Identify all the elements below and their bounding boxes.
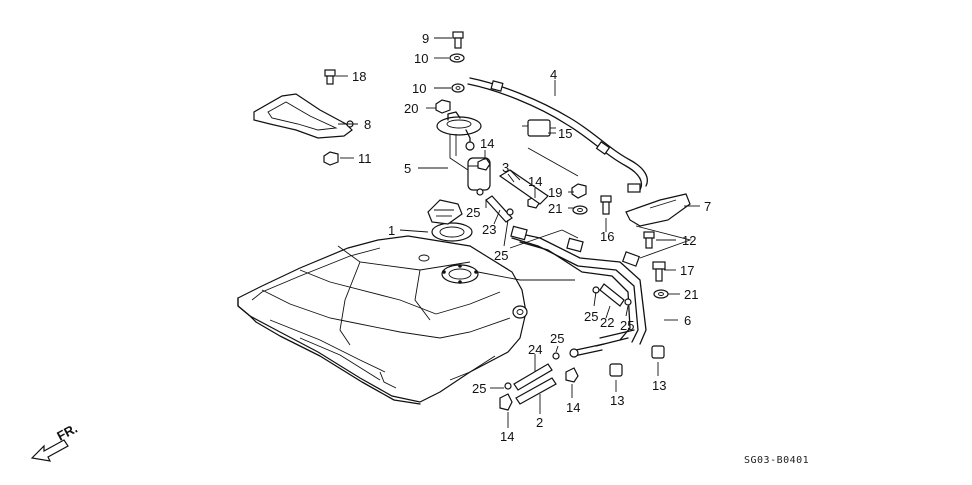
diagram-code: SG03-B0401 — [744, 455, 809, 466]
hose-2 — [515, 377, 557, 405]
callout-17: 17 — [680, 263, 694, 278]
callout-16: 16 — [600, 229, 614, 244]
front-direction-label: FR. — [54, 421, 80, 444]
callout-12: 12 — [682, 233, 696, 248]
callout-20: 20 — [404, 101, 418, 116]
fuel-pipes-6 — [510, 225, 647, 358]
callout-21: 21 — [548, 201, 562, 216]
callout-24: 24 — [528, 342, 542, 357]
bolt-18 — [324, 69, 336, 85]
washer-10-lower — [451, 83, 465, 93]
nut-20 — [435, 99, 451, 114]
callout-21: 21 — [684, 287, 698, 302]
nut-19 — [571, 183, 587, 199]
fuel-feed-hose-4 — [467, 77, 648, 191]
callout-11: 11 — [358, 151, 372, 166]
callout-4: 4 — [550, 67, 557, 82]
bolt-9 — [452, 31, 464, 49]
callout-14: 14 — [500, 429, 514, 444]
callout-10: 10 — [412, 81, 426, 96]
callout-25: 25 — [620, 318, 634, 333]
clamp-25-group — [476, 188, 632, 390]
callout-6: 6 — [684, 313, 691, 328]
bolt-12 — [643, 231, 655, 249]
washer-21-lower — [653, 289, 669, 299]
callout-25: 25 — [584, 309, 598, 324]
callout-14: 14 — [528, 174, 542, 189]
front-direction-indicator: FR. — [30, 421, 80, 462]
tank-protector-cover — [253, 93, 354, 139]
callout-14: 14 — [566, 400, 580, 415]
callout-25: 25 — [494, 248, 508, 263]
callout-2: 2 — [536, 415, 543, 430]
callout-7: 7 — [704, 199, 711, 214]
hose-23 — [485, 195, 513, 223]
pump-gasket-ring — [431, 222, 473, 242]
callout-labels: 9 10 18 4 10 20 8 15 14 11 5 3 14 19 21 … — [352, 31, 711, 444]
callout-5: 5 — [404, 161, 411, 176]
washer-10-upper — [449, 53, 465, 63]
callout-3: 3 — [502, 160, 509, 175]
callout-18: 18 — [352, 69, 366, 84]
callout-8: 8 — [364, 117, 371, 132]
clip-14-lower-left — [499, 393, 513, 411]
clip-14-lower-right — [565, 367, 579, 383]
hose-3 — [498, 169, 549, 205]
clip-13-left — [609, 363, 623, 377]
bolt-16 — [600, 195, 612, 215]
callout-1: 1 — [388, 223, 395, 238]
callout-9: 9 — [422, 31, 429, 46]
bolt-17 — [652, 261, 666, 282]
hose-24 — [513, 363, 553, 391]
leader-lines — [336, 37, 700, 428]
callout-22: 22 — [600, 315, 614, 330]
callout-23: 23 — [482, 222, 496, 237]
callout-10: 10 — [414, 51, 428, 66]
fuel-pump-assembly — [427, 111, 491, 225]
callout-25: 25 — [550, 331, 564, 346]
callout-13: 13 — [652, 378, 666, 393]
fuel-filter-15 — [522, 119, 556, 137]
nut-11 — [323, 151, 339, 166]
hose-22 — [599, 283, 625, 307]
clip-13-right — [651, 345, 665, 359]
callout-19: 19 — [548, 185, 562, 200]
washer-21-upper — [572, 205, 588, 215]
callout-15: 15 — [558, 126, 572, 141]
callout-25: 25 — [472, 381, 486, 396]
bracket-7 — [625, 183, 691, 227]
callout-14: 14 — [480, 136, 494, 151]
front-arrow-icon — [30, 439, 69, 462]
callout-13: 13 — [610, 393, 624, 408]
fuel-tank — [237, 235, 528, 405]
callout-25: 25 — [466, 205, 480, 220]
